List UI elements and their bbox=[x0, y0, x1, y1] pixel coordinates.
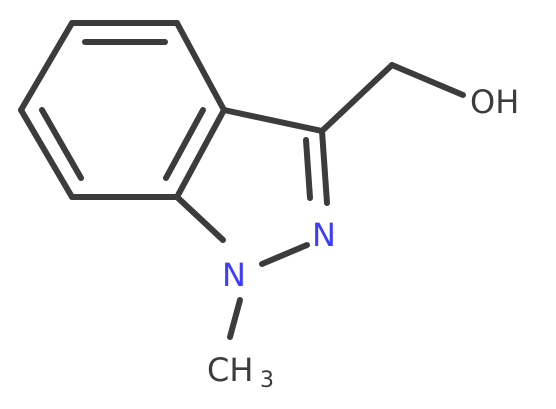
bond-c7-c6 bbox=[18, 107, 75, 200]
bond-c3a-c7a bbox=[174, 107, 227, 200]
hydroxyl-label: OH bbox=[470, 83, 519, 121]
nitrogen-ring-label: N bbox=[312, 216, 336, 254]
bond-c3-n2-inner bbox=[303, 137, 313, 201]
bond-ch2-o bbox=[389, 62, 466, 98]
bond-c7-c6-inner bbox=[39, 107, 84, 181]
bond-n1-methyl bbox=[227, 297, 243, 340]
bond-n1-c7a bbox=[174, 194, 226, 243]
bond-n2-n1 bbox=[259, 242, 310, 267]
pyrazole-ring bbox=[174, 107, 330, 267]
bond-c4-c3a bbox=[174, 20, 227, 113]
bond-c3a-c7a-inner bbox=[163, 107, 206, 181]
nitrogen-methyl-label: N bbox=[222, 256, 246, 294]
methyl-subscript: 3 bbox=[260, 368, 274, 393]
bond-c3a-c3 bbox=[221, 107, 325, 134]
methyl-label: CH bbox=[207, 351, 253, 389]
benzene-ring bbox=[18, 20, 227, 200]
bond-c3-ch2 bbox=[319, 62, 395, 134]
bond-c6-c5 bbox=[18, 20, 75, 113]
bond-c3-n2 bbox=[319, 128, 330, 206]
